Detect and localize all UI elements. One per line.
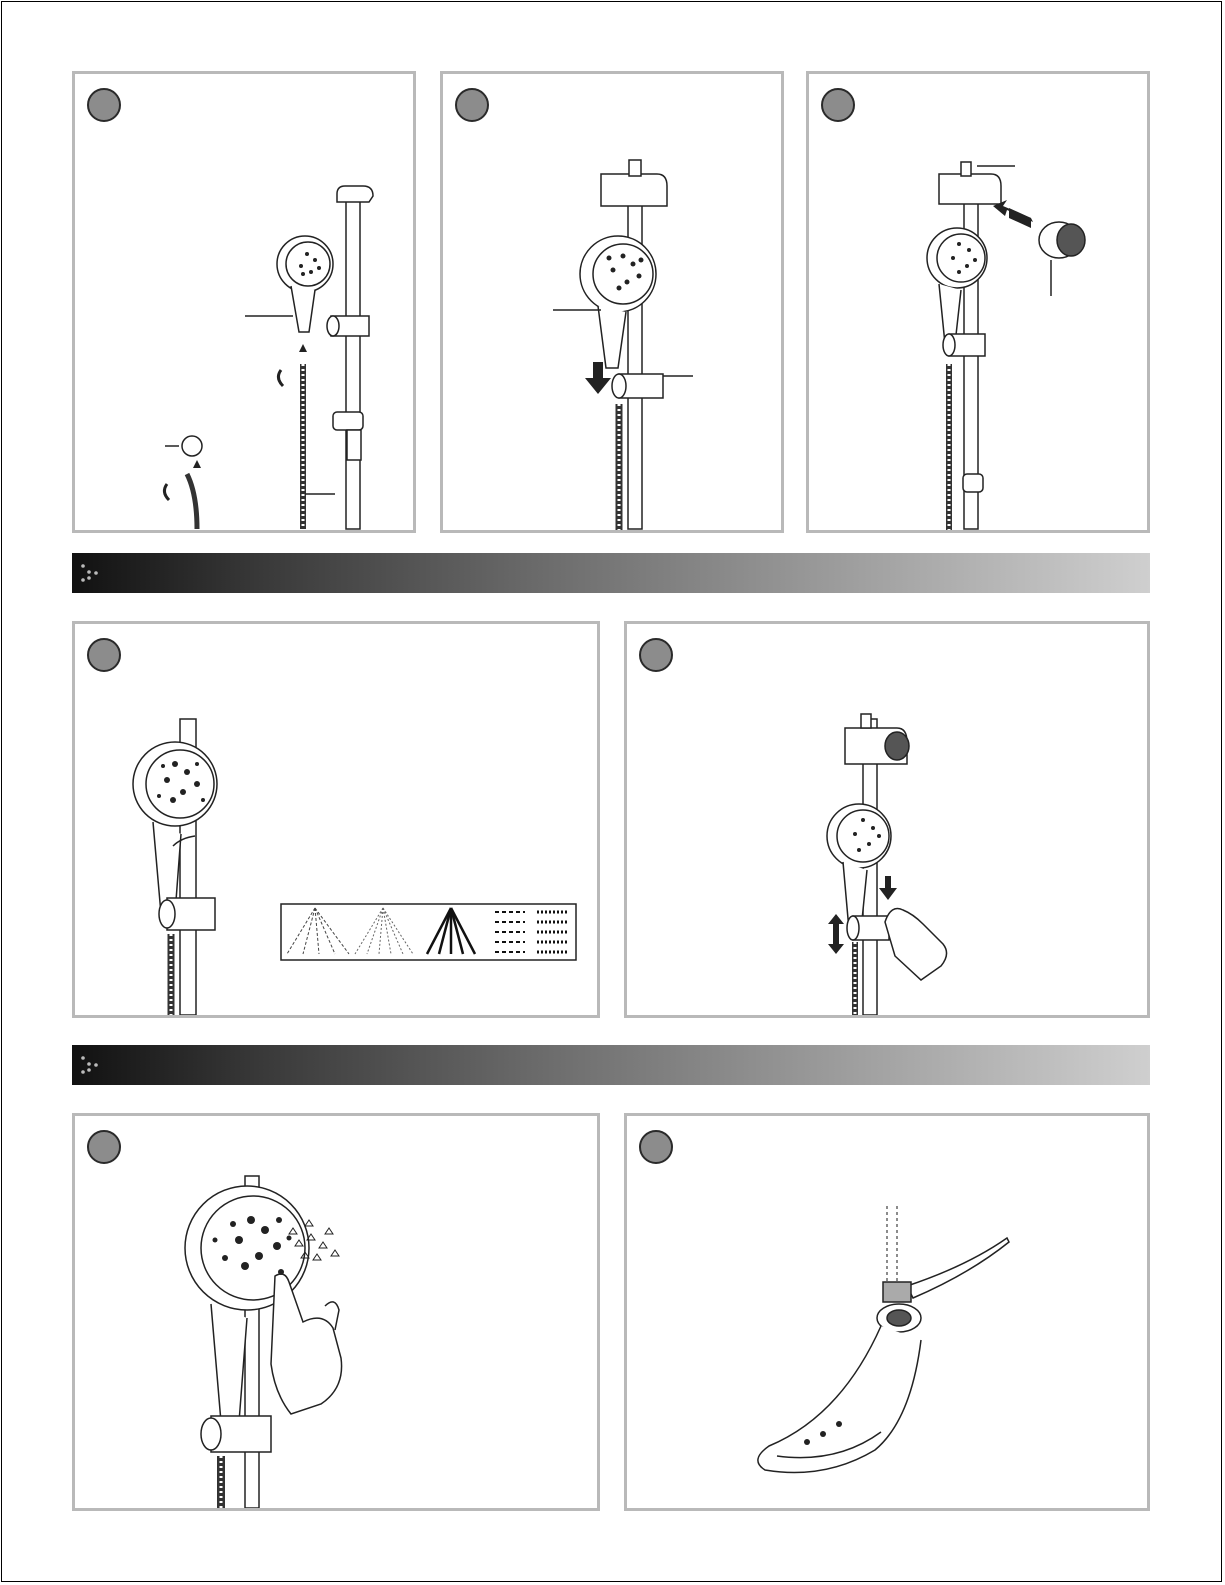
illustration-adjust-height [627,624,1147,1015]
panel-adjust-height [624,621,1150,1018]
section-dots-icon [80,1055,100,1075]
illustration-clean-nozzles [75,1116,597,1508]
panel-select-spray [72,621,600,1018]
section-bar-operation [72,553,1150,593]
illustration-clean-filter [627,1116,1147,1508]
illustration-select-spray [75,624,597,1015]
panel-clean-filter [624,1113,1150,1511]
section-dots-icon [80,563,100,583]
panel-install-hose [72,71,416,533]
panel-mount-handshower [440,71,784,533]
panel-attach-wall-cap [806,71,1150,533]
illustration-attach-wall-cap [809,74,1147,530]
section-bar-maintenance [72,1045,1150,1085]
illustration-install-hose [75,74,413,530]
panel-clean-nozzles [72,1113,600,1511]
illustration-mount-handshower [443,74,781,530]
